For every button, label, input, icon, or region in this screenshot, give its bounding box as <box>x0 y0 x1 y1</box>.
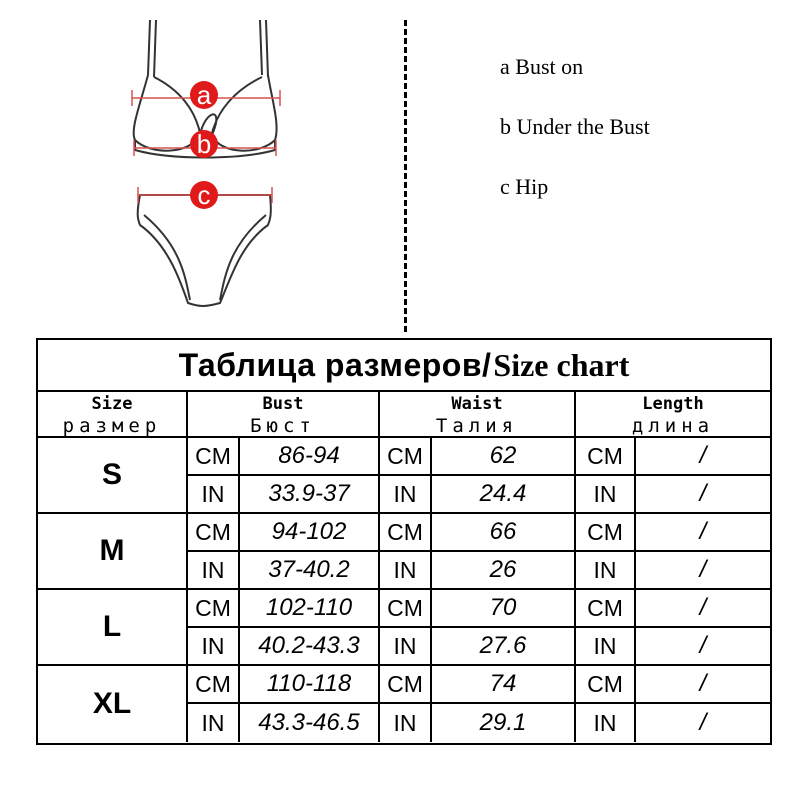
bust-value: 86-94 <box>240 438 380 476</box>
marker-b-icon: b <box>190 129 218 159</box>
svg-text:c: c <box>198 180 211 210</box>
title-en: Size chart <box>493 346 630 383</box>
bust-unit: CM <box>188 514 240 552</box>
bust-value: 33.9-37 <box>240 476 380 514</box>
size-chart-title: Таблица размеров/ Size chart <box>38 340 770 392</box>
svg-text:b: b <box>197 129 211 159</box>
bust-unit: CM <box>188 590 240 628</box>
waist-value: 70 <box>432 590 576 628</box>
waist-value: 29.1 <box>432 704 576 742</box>
length-unit: IN <box>576 628 636 666</box>
bust-value: 43.3-46.5 <box>240 704 380 742</box>
bust-unit: CM <box>188 666 240 704</box>
title-ru: Таблица размеров/ <box>178 346 492 383</box>
size-label: S <box>38 438 188 514</box>
length-value: / <box>636 514 770 552</box>
length-unit: CM <box>576 514 636 552</box>
marker-a-icon: a <box>190 80 218 110</box>
waist-unit: CM <box>380 666 432 704</box>
waist-value: 62 <box>432 438 576 476</box>
waist-unit: CM <box>380 438 432 476</box>
size-label: M <box>38 514 188 590</box>
legend-hip: c Hip <box>500 174 549 199</box>
bikini-measurement-illustration: a b c <box>131 19 281 307</box>
waist-unit: IN <box>380 704 432 742</box>
legend-under-bust: b Under the Bust <box>500 114 650 139</box>
length-value: / <box>636 476 770 514</box>
length-value: / <box>699 709 707 736</box>
waist-unit: IN <box>380 628 432 666</box>
legend-bust: a Bust on <box>500 54 584 79</box>
waist-unit: CM <box>380 514 432 552</box>
length-value: / <box>636 666 770 704</box>
length-value: / <box>636 552 770 590</box>
size-label: XL <box>38 666 188 742</box>
waist-value: 66 <box>432 514 576 552</box>
bust-value: 110-118 <box>240 666 380 704</box>
bust-unit: CM <box>188 438 240 476</box>
bust-unit: IN <box>188 476 240 514</box>
bust-value: 37-40.2 <box>240 552 380 590</box>
waist-unit: CM <box>380 590 432 628</box>
bust-unit: IN <box>188 552 240 590</box>
waist-unit: IN <box>380 476 432 514</box>
size-label: L <box>38 590 188 666</box>
waist-value: 74 <box>432 666 576 704</box>
svg-text:a: a <box>197 80 212 110</box>
bust-value: 40.2-43.3 <box>240 628 380 666</box>
waist-value: 27.6 <box>432 628 576 666</box>
bust-unit: IN <box>188 704 240 742</box>
marker-c-icon: c <box>190 180 218 210</box>
waist-value: 26 <box>432 552 576 590</box>
length-unit: IN <box>576 704 636 742</box>
bust-unit: IN <box>188 628 240 666</box>
bust-value: 94-102 <box>240 514 380 552</box>
waist-unit: IN <box>380 552 432 590</box>
length-value: / <box>636 590 770 628</box>
length-unit: CM <box>576 438 636 476</box>
bust-value: 102-110 <box>240 590 380 628</box>
length-unit: IN <box>576 476 636 514</box>
length-unit: IN <box>576 552 636 590</box>
length-value: / <box>636 438 770 476</box>
length-unit: CM <box>576 666 636 704</box>
dashed-divider <box>404 20 407 332</box>
waist-value: 24.4 <box>432 476 576 514</box>
length-unit: CM <box>576 590 636 628</box>
length-value: / <box>636 628 770 666</box>
